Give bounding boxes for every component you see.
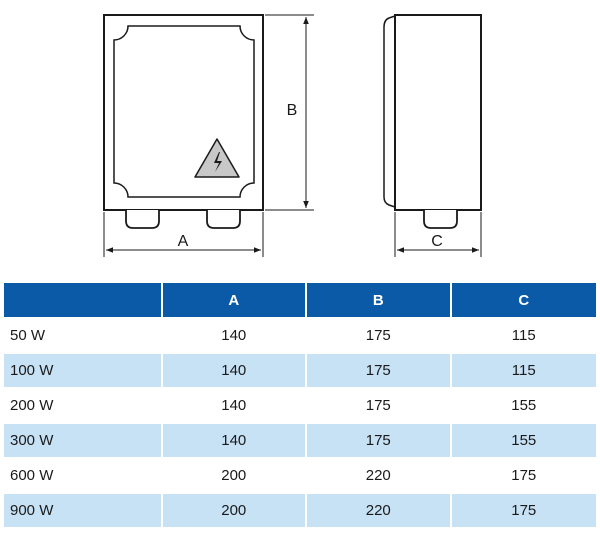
cell-a: 140 <box>162 422 308 457</box>
cell-a: 140 <box>162 387 308 422</box>
row-label: 300 W <box>4 422 163 457</box>
front-view <box>103 14 264 229</box>
table-header-row: A B C <box>4 283 596 317</box>
row-label: 100 W <box>4 352 163 387</box>
row-label: 200 W <box>4 387 163 422</box>
cell-c: 175 <box>451 492 596 527</box>
cell-b: 175 <box>307 387 452 422</box>
dimension-a-label: A <box>178 233 189 250</box>
cell-c: 155 <box>451 387 596 422</box>
dimension-c-label: C <box>431 233 443 250</box>
table-row: 200 W 140 175 155 <box>4 387 596 422</box>
dimension-a <box>103 212 264 257</box>
dimension-b <box>265 14 314 211</box>
row-label: 600 W <box>4 457 163 492</box>
cell-b: 175 <box>307 352 452 387</box>
table-row: 50 W 140 175 115 <box>4 317 596 352</box>
table-row: 900 W 200 220 175 <box>4 492 596 527</box>
cell-b: 220 <box>307 457 452 492</box>
side-view <box>383 14 482 229</box>
cell-c: 115 <box>451 352 596 387</box>
row-label: 900 W <box>4 492 163 527</box>
dimensions-table: A B C 50 W 140 175 115 100 W 140 175 115… <box>4 283 596 527</box>
enclosure-dimension-drawing: A B C <box>103 14 482 257</box>
header-cell-blank <box>4 283 163 317</box>
side-outer-outline <box>394 14 482 211</box>
cell-b: 220 <box>307 492 452 527</box>
cell-b: 175 <box>307 317 452 352</box>
front-inner-lid <box>113 25 255 198</box>
table-row: 100 W 140 175 115 <box>4 352 596 387</box>
header-cell-c: C <box>451 283 596 317</box>
table-row: 300 W 140 175 155 <box>4 422 596 457</box>
cable-gland-right <box>206 210 241 229</box>
dimension-c <box>394 212 482 257</box>
cell-a: 200 <box>162 457 308 492</box>
header-cell-a: A <box>162 283 308 317</box>
front-outer-outline <box>103 14 264 211</box>
cell-c: 175 <box>451 457 596 492</box>
table-row: 600 W 200 220 175 <box>4 457 596 492</box>
dimension-b-label: B <box>287 102 298 119</box>
side-lid-profile <box>383 15 396 208</box>
cell-c: 115 <box>451 317 596 352</box>
side-cable-gland <box>423 210 458 229</box>
high-voltage-warning-icon <box>194 138 240 178</box>
cell-c: 155 <box>451 422 596 457</box>
cell-a: 140 <box>162 317 308 352</box>
cable-gland-left <box>125 210 160 229</box>
cell-a: 200 <box>162 492 308 527</box>
row-label: 50 W <box>4 317 163 352</box>
cell-b: 175 <box>307 422 452 457</box>
header-cell-b: B <box>307 283 452 317</box>
cell-a: 140 <box>162 352 308 387</box>
